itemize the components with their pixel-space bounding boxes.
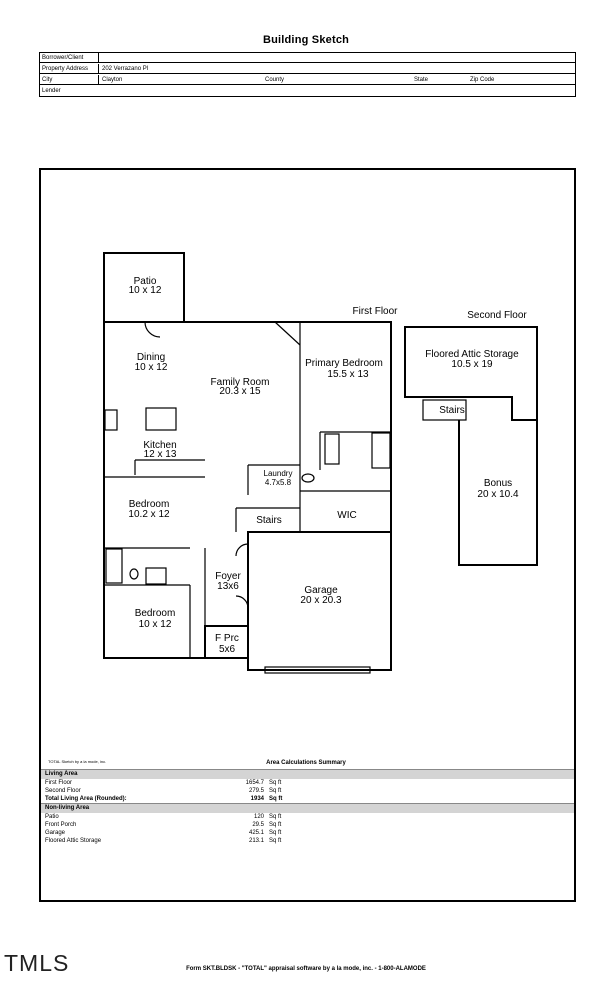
summary-row-unit: Sq ft	[269, 780, 282, 786]
room-patio-size: 10 x 12	[129, 285, 162, 296]
sketch-frame	[39, 168, 576, 902]
room-wic-name: WIC	[337, 510, 356, 521]
room-family-name: Family Room	[211, 377, 270, 388]
property-label: Property Address	[42, 66, 89, 72]
room-laundry-name: Laundry	[264, 469, 293, 478]
summary-row-value: 425.1	[248, 830, 264, 836]
city-value: Clayton	[102, 77, 123, 83]
summary-row: First Floor 1654.7 Sq ft	[41, 779, 574, 787]
summary-row: Garage 425.1 Sq ft	[41, 829, 574, 837]
room-fprc-name: F Prc	[215, 633, 239, 644]
room-bedroom1-name: Bedroom	[129, 499, 170, 510]
summary-row-value: 279.5	[248, 788, 264, 794]
summary-row-label: Second Floor	[45, 788, 81, 794]
summary-row-label: First Floor	[45, 780, 72, 786]
summary-row-unit: Sq ft	[269, 788, 282, 794]
state-label: State	[414, 77, 429, 83]
summary-total-unit: Sq ft	[269, 796, 283, 802]
bonus-outline	[458, 420, 538, 566]
city-row: City Clayton County State Zip Code	[40, 75, 575, 85]
room-bonus-size: 20 x 10.4	[477, 489, 519, 500]
lender-label: Lender	[42, 88, 61, 94]
city-label: City	[42, 77, 53, 83]
attic-outline	[404, 326, 538, 421]
room-family-size: 20.3 x 15	[219, 386, 261, 397]
summary-row: Second Floor 279.5 Sq ft	[41, 787, 574, 795]
room-stairs2-name: Stairs	[439, 405, 465, 416]
room-bonus-name: Bonus	[484, 478, 512, 489]
room-primary-size: 15.5 x 13	[327, 369, 369, 380]
summary-row-value: 213.1	[248, 838, 264, 844]
summary-row: Front Porch 29.5 Sq ft	[41, 821, 574, 829]
room-primary-name: Primary Bedroom	[305, 358, 383, 369]
second-floor-label: Second Floor	[467, 310, 527, 321]
room-kitchen-size: 12 x 13	[144, 449, 177, 460]
property-row: Property Address 202 Verrazano Pl	[40, 64, 575, 74]
area-summary-table: Living Area First Floor 1654.7 Sq ft Sec…	[41, 769, 574, 845]
summary-row-unit: Sq ft	[269, 814, 282, 820]
zip-label: Zip Code	[470, 77, 495, 83]
sketch-credit: TOTAL Sketch by a la mode, inc.	[48, 759, 107, 764]
summary-row: Patio 120 Sq ft	[41, 813, 574, 821]
first-floor-label: First Floor	[353, 306, 399, 317]
borrower-row: Borrower/Client	[40, 53, 575, 63]
room-foyer-name: Foyer	[215, 571, 241, 582]
tmls-logo: TMLS	[4, 950, 70, 976]
summary-row-unit: Sq ft	[269, 822, 282, 828]
room-dining-name: Dining	[137, 352, 165, 363]
summary-row-value: 29.5	[252, 822, 264, 828]
garage-outline	[247, 531, 392, 671]
property-info-table: Borrower/Client Property Address 202 Ver…	[39, 52, 576, 97]
summary-row-value: 1654.7	[245, 780, 264, 786]
room-garage-size: 20 x 20.3	[300, 595, 342, 606]
room-patio-name: Patio	[134, 276, 157, 287]
page-title: Building Sketch	[262, 34, 350, 46]
room-foyer-size: 13x6	[217, 581, 239, 592]
room-fprc-size: 5x6	[219, 644, 236, 655]
property-value: 202 Verrazano Pl	[102, 66, 149, 72]
lender-row: Lender	[40, 86, 575, 96]
floor-plan: First Floor Second Floor Patio 10 x 12 D…	[103, 252, 538, 674]
summary-row-unit: Sq ft	[269, 830, 282, 836]
summary-row-label: Garage	[45, 830, 66, 836]
summary-total-value: 1934	[250, 796, 264, 802]
form-footer: Form SKT.BLDSK - "TOTAL" appraisal softw…	[186, 966, 426, 972]
room-laundry-size: 4.7x5.8	[265, 478, 292, 487]
room-bedroom1-size: 10.2 x 12	[128, 509, 170, 520]
summary-row: Floored Attic Storage 213.1 Sq ft	[41, 837, 574, 845]
summary-row-unit: Sq ft	[269, 838, 282, 844]
room-attic-size: 10.5 x 19	[451, 359, 493, 370]
room-attic-name: Floored Attic Storage	[425, 349, 519, 360]
summary-row-value: 120	[253, 814, 264, 820]
living-area-header: Living Area	[41, 769, 574, 779]
room-bedroom2-name: Bedroom	[135, 608, 176, 619]
room-bedroom2-size: 10 x 12	[139, 619, 172, 630]
summary-row-label: Front Porch	[45, 822, 77, 828]
nonliving-area-header: Non-living Area	[41, 803, 574, 813]
summary-total-row: Total Living Area (Rounded): 1934 Sq ft	[41, 795, 574, 803]
room-garage-name: Garage	[304, 585, 338, 596]
room-stairs1-name: Stairs	[256, 515, 282, 526]
county-label: County	[265, 77, 285, 83]
room-dining-size: 10 x 12	[135, 362, 168, 373]
summary-total-label: Total Living Area (Rounded):	[45, 796, 127, 802]
borrower-label: Borrower/Client	[42, 55, 84, 61]
summary-title: Area Calculations Summary	[266, 760, 346, 766]
summary-row-label: Floored Attic Storage	[45, 838, 102, 844]
summary-row-label: Patio	[45, 814, 59, 820]
room-kitchen-name: Kitchen	[143, 440, 176, 451]
